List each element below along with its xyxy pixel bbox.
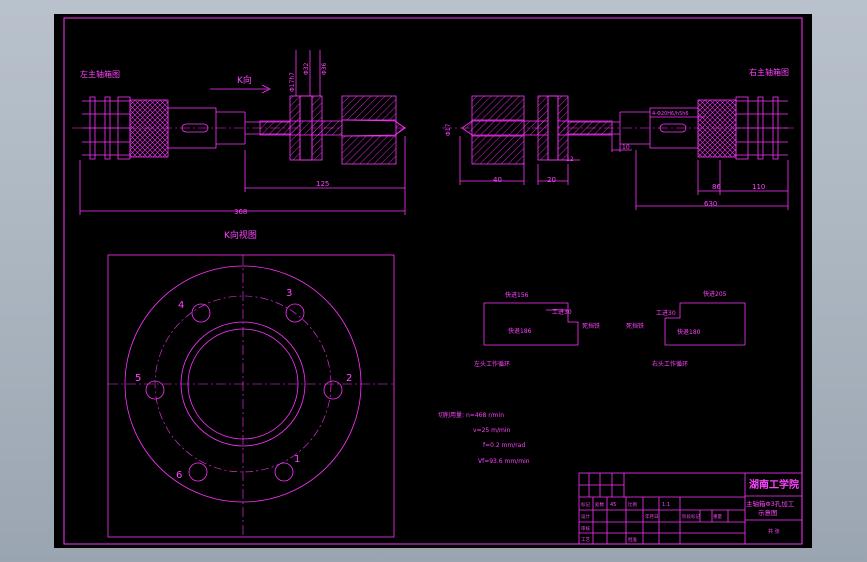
dim-10: 10 bbox=[622, 144, 630, 151]
tb-drawing-name-1: 主轴箱Φ3孔加工 bbox=[746, 499, 795, 508]
left-fast-return: 快退186 bbox=[508, 327, 532, 335]
dim-110: 110 bbox=[752, 183, 765, 191]
right-work-feed: 工进30 bbox=[656, 309, 676, 317]
left-cycle-caption: 左头工作循环 bbox=[474, 360, 510, 368]
tb-designer: 设计 bbox=[581, 513, 590, 520]
left-view-title: 左主轴箱图 bbox=[80, 69, 120, 79]
dim-125: 125 bbox=[316, 180, 329, 188]
k-view-title: K向视图 bbox=[224, 229, 257, 241]
tb-approver: 批准 bbox=[628, 536, 637, 543]
tb-weight-label: 重量 bbox=[713, 513, 722, 520]
right-cycle-caption: 右头工作循环 bbox=[652, 360, 688, 368]
param-f: f=0.2 mm/rad bbox=[483, 442, 525, 449]
left-work-cycle bbox=[483, 302, 579, 346]
tb-mark: 标记 bbox=[581, 501, 590, 508]
right-fast-return: 快退180 bbox=[677, 328, 701, 336]
dim-phi17: Φ17 bbox=[445, 123, 452, 136]
title-block bbox=[578, 472, 803, 545]
tb-scale-label: 比例 bbox=[628, 501, 637, 508]
right-stop: 死挡铁 bbox=[626, 322, 644, 330]
hole-label-4: 4 bbox=[178, 300, 184, 311]
left-fast-forward: 快进156 bbox=[505, 291, 529, 299]
dim-40: 40 bbox=[493, 176, 502, 184]
left-work-feed: 工进30 bbox=[552, 308, 572, 316]
right-fast-forward: 快进205 bbox=[703, 290, 727, 298]
k-direction-label: K向 bbox=[237, 74, 252, 86]
dim-d32: Φ32 bbox=[303, 62, 310, 75]
dim-thread: 4-Φ20H6/h5h6 bbox=[652, 111, 689, 117]
dim-630: 630 bbox=[704, 200, 717, 208]
tb-stage-label: 阶段标记 bbox=[682, 513, 700, 520]
tb-scale-value: 1:1 bbox=[662, 502, 670, 508]
dim-368: 368 bbox=[234, 208, 247, 216]
dim-12: 12 bbox=[566, 156, 574, 163]
dim-d36: Φ36 bbox=[321, 62, 328, 75]
drawing-sheet bbox=[54, 14, 812, 548]
tb-date: 年月日 bbox=[645, 513, 659, 520]
right-spindle-view bbox=[442, 95, 795, 210]
tb-process: 工艺 bbox=[581, 537, 590, 543]
hole-label-3: 3 bbox=[286, 288, 292, 299]
hole-label-1: 1 bbox=[294, 454, 300, 465]
param-n: n=468 r/min bbox=[466, 412, 504, 419]
param-v: v=25 m/min bbox=[473, 427, 510, 434]
right-work-cycle bbox=[664, 302, 746, 346]
param-vf: Vf=93.6 mm/min bbox=[478, 458, 530, 465]
tb-checker: 审核 bbox=[581, 525, 590, 532]
params-label: 切削用量: bbox=[438, 411, 464, 419]
dim-d17h7: Φ17h7 bbox=[289, 72, 296, 92]
hole-label-5: 5 bbox=[135, 373, 141, 384]
dim-20: 20 bbox=[547, 176, 556, 184]
left-stop: 死挡铁 bbox=[582, 322, 600, 330]
sheet-border bbox=[63, 17, 803, 545]
right-view-title: 右主轴箱图 bbox=[749, 67, 789, 77]
hole-label-6: 6 bbox=[176, 470, 182, 481]
tb-count: 处数 bbox=[595, 501, 604, 508]
hole-label-2: 2 bbox=[346, 373, 352, 384]
tb-drawing-name-2: 示意图 bbox=[758, 508, 778, 517]
tb-material: 45 bbox=[610, 502, 616, 508]
tb-school: 湖南工学院 bbox=[749, 478, 799, 491]
dim-86: 86 bbox=[712, 183, 721, 191]
tb-sheet: 共 张 bbox=[768, 528, 780, 535]
left-spindle-view bbox=[72, 50, 408, 215]
k-view-flange bbox=[107, 254, 395, 538]
